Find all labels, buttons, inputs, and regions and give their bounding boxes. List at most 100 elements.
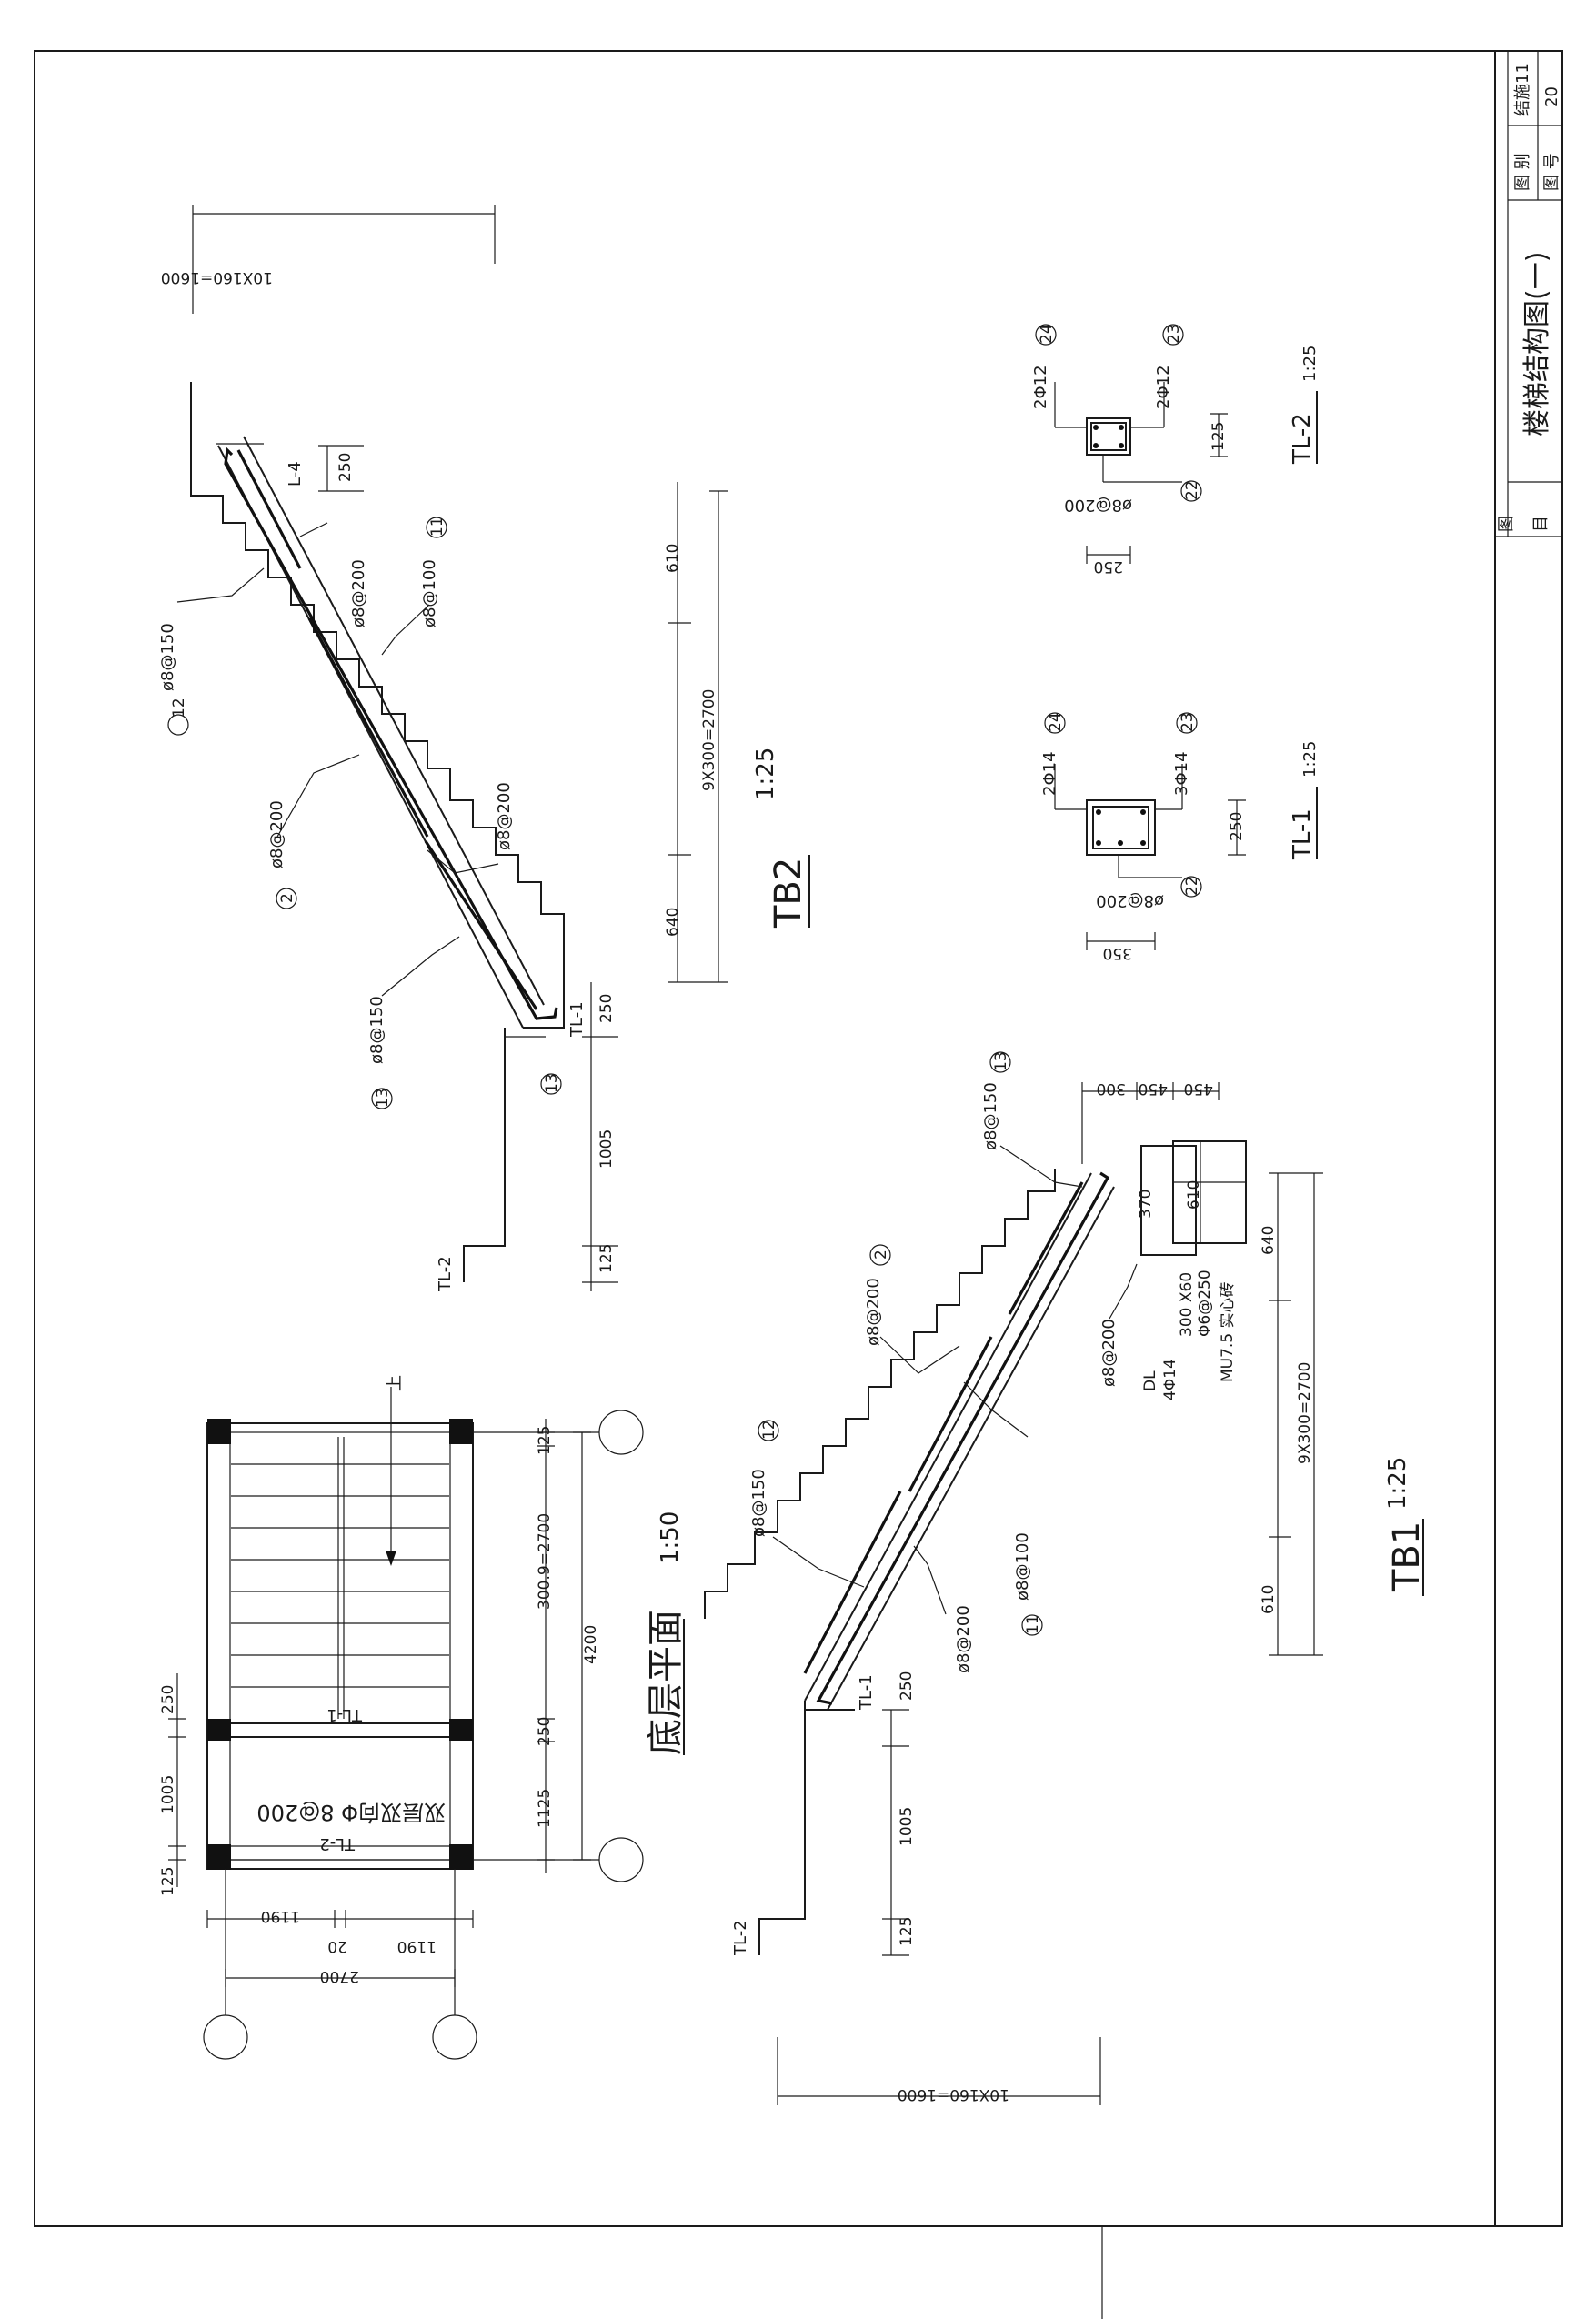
tl2-top-left: 2Φ12	[1031, 365, 1050, 409]
tl2-d250: 250	[1094, 557, 1123, 576]
plan-column	[207, 1419, 231, 1444]
title-row1-label: 图 别	[1513, 153, 1532, 191]
tb1-n13: 13	[992, 1051, 1010, 1071]
tb2-tl2: TL-2	[436, 1256, 455, 1292]
tb2-n2: 2	[278, 893, 296, 903]
tb2-d640: 640	[664, 908, 682, 937]
title-block: 图 别 结施11 图 号 20 图 目 楼梯结构图(一)	[1494, 51, 1562, 2226]
tl1-title: TL-1	[1289, 808, 1316, 860]
tb2-top-dim: 10X160=1600	[161, 268, 273, 286]
plan-treads	[231, 1463, 449, 1688]
tb1-tl2: TL-2	[731, 1920, 750, 1956]
tb1-dl2: 4Φ14	[1161, 1359, 1179, 1400]
tb1-r-b: ø8@200	[954, 1605, 973, 1673]
tb1-d370: 370	[1137, 1190, 1155, 1219]
tb2-n11: 11	[428, 517, 447, 537]
tl2-scale: 1:25	[1300, 346, 1320, 382]
tb1-r11: ø8@100	[1013, 1532, 1032, 1601]
tl2-n24: 24	[1038, 324, 1056, 344]
tb2-r-mid: ø8@200	[495, 782, 514, 850]
tb1-scale: 1:25	[1384, 1457, 1411, 1510]
tb2-r12: ø8@150	[158, 623, 177, 691]
plan-d250b: 250	[159, 1685, 177, 1714]
tb2-d125: 125	[597, 1244, 616, 1273]
tl1-n23: 23	[1179, 712, 1197, 732]
sheet-border	[34, 50, 1563, 2227]
tb1-title: TB1	[1386, 1521, 1428, 1592]
tb1-d450a: 450	[1139, 1079, 1168, 1098]
title-row2-label: 图 号	[1542, 153, 1561, 191]
plan-tl2: TL-2	[319, 1834, 356, 1853]
tb2-r-top: ø8@200	[349, 559, 368, 627]
plan-d250: 250	[536, 1717, 554, 1746]
plan-section: 上 TL-1 TL-2 双层双向Φ 8@200 125 300.9=2700 2…	[159, 1375, 687, 2060]
tl2-section: 24 23 22 2Φ12 2Φ12 125 250 ø8@200 TL-2 1…	[1031, 324, 1320, 576]
plan-slab-note: 双层双向Φ 8@200	[256, 1800, 446, 1825]
tb2-l4: L-4	[286, 461, 305, 487]
plan-d125b: 125	[159, 1867, 177, 1896]
tb2-n13: 13	[374, 1088, 392, 1108]
plan-d4200: 4200	[582, 1625, 600, 1664]
tb1-steps	[704, 1169, 1056, 1619]
tb2-scale: 1:25	[752, 748, 779, 800]
tb2-d250-top: 250	[336, 453, 355, 482]
plan-d2700: 2700	[320, 1967, 359, 1985]
tb1-section: 370 610 300 450 450 640 9X300=2700 610 D…	[704, 1051, 1428, 2105]
tb1-n11: 11	[1024, 1614, 1042, 1634]
tb2-d250-bot: 250	[597, 994, 616, 1023]
tb2-n12: 12	[170, 698, 188, 718]
tb1-d450b: 450	[1184, 1079, 1213, 1098]
tl2-title: TL-2	[1289, 413, 1316, 465]
tl2-n22: 22	[1183, 480, 1201, 500]
tb1-d125: 125	[898, 1917, 916, 1946]
plan-tl1: TL-1	[326, 1705, 363, 1724]
tb2-d1005: 1005	[597, 1129, 616, 1169]
title-drawing-label-a: 图	[1497, 516, 1516, 532]
plan-scale: 1:50	[657, 1511, 684, 1564]
tl2-stirrup: ø8@200	[1064, 496, 1132, 515]
tl1-section: 24 23 22 2Φ14 3Φ14 250 350 ø8@200 TL-1 1…	[1040, 712, 1320, 962]
tl2-top-right: 2Φ12	[1154, 365, 1173, 409]
tl1-n24: 24	[1047, 712, 1065, 732]
title-drawing-label-b: 目	[1531, 516, 1551, 532]
tl1-top-left: 2Φ14	[1040, 751, 1059, 796]
tb1-n2: 2	[872, 1250, 890, 1260]
tl2-d125: 125	[1210, 422, 1228, 451]
tb1-r2: ø8@200	[864, 1278, 883, 1346]
tb1-d610: 610	[1185, 1180, 1203, 1210]
tb1-bottom-dim: 10X160=1600	[898, 2085, 1009, 2103]
plan-d1190b: 1190	[397, 1937, 437, 1955]
tb1-d610b: 610	[1260, 1585, 1278, 1614]
tb1-dl4: Φ6@250	[1196, 1270, 1214, 1337]
plan-up: 上	[386, 1375, 405, 1391]
tb1-r13: ø8@150	[981, 1082, 1000, 1150]
plan-d125a: 125	[536, 1426, 554, 1455]
tb1-n12: 12	[760, 1420, 778, 1440]
tb1-tl1: TL-1	[857, 1674, 876, 1711]
tb1-mu: MU7.5 实心砖	[1219, 1281, 1237, 1382]
tb2-r11: ø8@100	[420, 559, 439, 627]
tl1-scale: 1:25	[1300, 741, 1320, 778]
tl1-stirrup: ø8@200	[1096, 891, 1164, 910]
plan-d300x9: 300.9=2700	[536, 1513, 554, 1610]
tb2-d610: 610	[664, 544, 682, 573]
title-row2-value: 20	[1542, 86, 1561, 107]
tb1-d1005: 1005	[898, 1807, 916, 1846]
tb1-dl1: DL	[1141, 1370, 1159, 1391]
tb1-d9x300: 9X300=2700	[1296, 1362, 1314, 1464]
plan-d1125: 1125	[536, 1789, 554, 1828]
tb1-d250: 250	[898, 1671, 916, 1701]
tl1-d250: 250	[1228, 812, 1246, 841]
tb2-section: 10X160=1600 12 ø8@150 2 ø8@200 13 ø8@150	[158, 205, 810, 1292]
plan-title: 底层平面	[645, 1610, 687, 1755]
tl1-d350: 350	[1103, 944, 1132, 962]
tb2-n13b: 13	[543, 1073, 561, 1093]
tb1-d640: 640	[1260, 1226, 1278, 1255]
tb1-dl3: 300 X60	[1178, 1272, 1196, 1337]
plan-d1190a: 1190	[261, 1907, 300, 1925]
tb1-r12: ø8@150	[749, 1469, 768, 1537]
tl1-n22: 22	[1183, 876, 1201, 896]
title-row1-value: 结施11	[1513, 63, 1532, 116]
plan-d1005: 1005	[159, 1775, 177, 1814]
